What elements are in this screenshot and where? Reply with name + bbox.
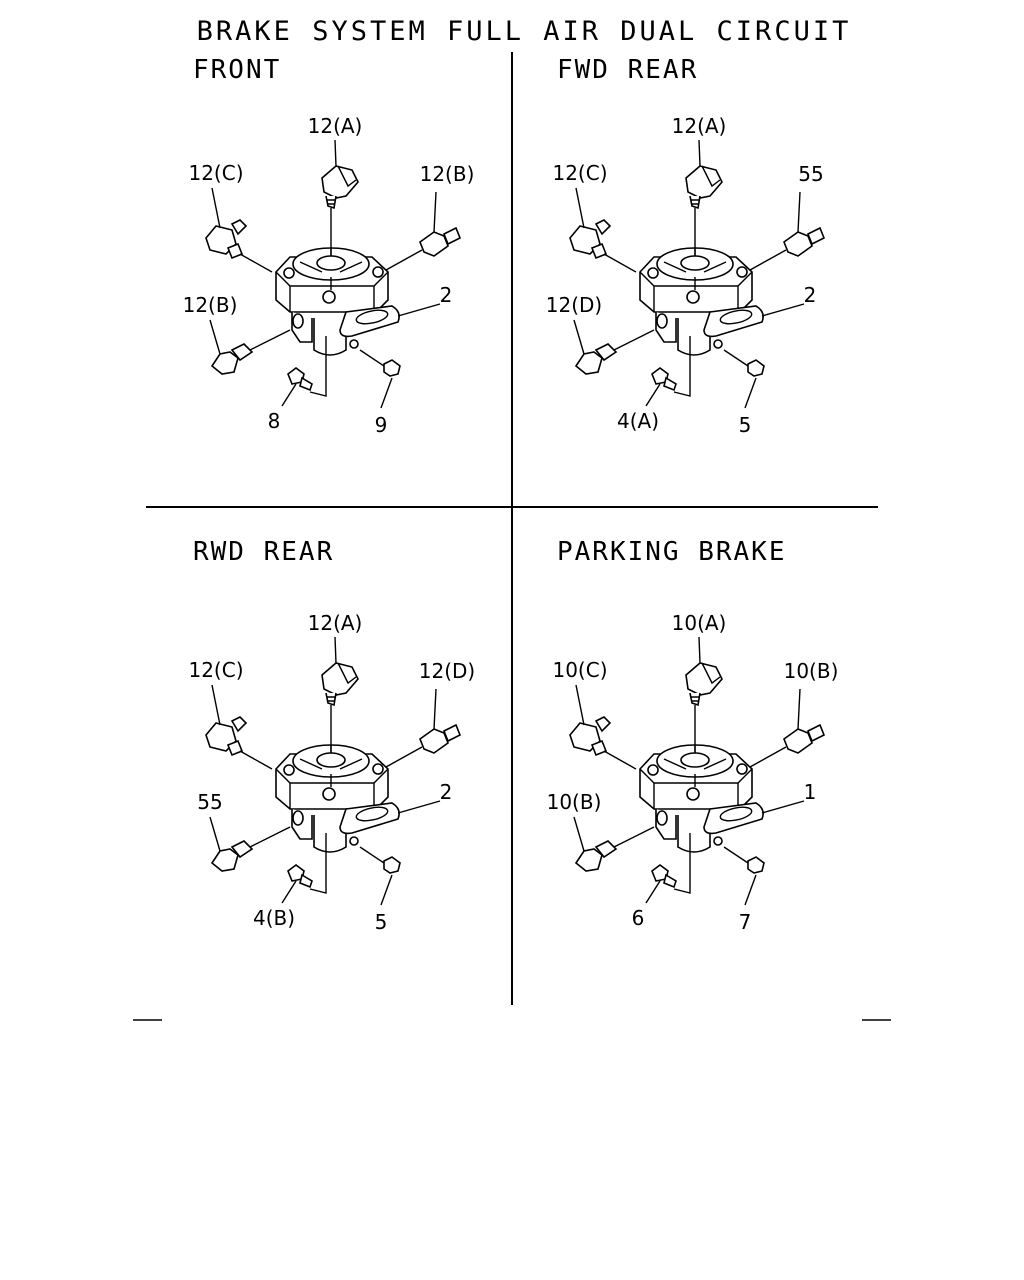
valve-assembly: [205, 636, 462, 906]
left-bottom-fitting: [574, 826, 655, 872]
leader-valve: [397, 800, 441, 814]
mounting-bolt: [651, 864, 677, 889]
leader-bolt: [281, 336, 327, 407]
label-bolt: 4(A): [617, 409, 659, 433]
leader-valve: [397, 303, 441, 317]
mounting-nut: [359, 846, 401, 874]
quadrant-rwd-rear: RWD REAR: [188, 537, 475, 934]
leader-bolt: [645, 336, 691, 407]
diagram-title: BRAKE SYSTEM FULL AIR DUAL CIRCUIT: [197, 16, 852, 47]
valve-assembly: [205, 139, 462, 409]
label-bolt: 6: [632, 906, 645, 930]
top-elbow-fitting: [321, 662, 359, 753]
label-left-bottom: 12(D): [546, 293, 602, 317]
quadrant-title: RWD REAR: [193, 537, 334, 567]
label-top: 12(A): [672, 114, 727, 138]
label-left-top: 12(C): [552, 161, 607, 185]
leader-left-top: [211, 684, 221, 726]
leader-nut: [380, 874, 393, 906]
leader-right-top: [797, 191, 801, 233]
label-top: 12(A): [308, 611, 363, 635]
top-elbow-fitting: [321, 165, 359, 256]
right-top-fitting: [385, 226, 462, 271]
top-elbow-fitting: [685, 165, 723, 256]
leader-valve: [761, 303, 805, 317]
mounting-bolt: [287, 864, 313, 889]
leader-left-bottom: [209, 816, 221, 852]
quadrant-fwd-rear: FWD REAR: [546, 55, 826, 437]
label-left-bottom: 55: [197, 790, 222, 814]
leader-left-bottom: [573, 319, 585, 355]
label-right-top: 55: [798, 162, 823, 186]
valve-assembly: [569, 139, 826, 409]
leader-nut: [744, 874, 757, 906]
leader-left-bottom: [573, 816, 585, 852]
label-valve: 2: [440, 780, 453, 804]
label-nut: 9: [375, 413, 388, 437]
label-left-bottom: 10(B): [547, 790, 602, 814]
relay-valve-body: [275, 247, 400, 356]
leader-right-top: [797, 688, 801, 730]
relay-valve-body: [275, 744, 400, 853]
label-left-top: 10(C): [552, 658, 607, 682]
label-nut: 7: [739, 910, 752, 934]
label-right-top: 10(B): [784, 659, 839, 683]
left-bottom-fitting: [210, 329, 291, 375]
mounting-bolt: [651, 367, 677, 392]
quadrant-front: FRONT: [183, 55, 475, 437]
leader-top: [334, 636, 337, 664]
label-top: 10(A): [672, 611, 727, 635]
label-nut: 5: [739, 413, 752, 437]
right-top-fitting: [749, 723, 826, 768]
mounting-nut: [723, 846, 765, 874]
left-top-fitting: [569, 219, 637, 273]
label-valve: 2: [440, 283, 453, 307]
label-left-top: 12(C): [188, 161, 243, 185]
leader-nut: [744, 377, 757, 409]
label-valve: 2: [804, 283, 817, 307]
mounting-nut: [359, 349, 401, 377]
leader-left-top: [211, 187, 221, 229]
label-bolt: 4(B): [253, 906, 295, 930]
right-top-fitting: [749, 226, 826, 271]
label-nut: 5: [375, 910, 388, 934]
leader-top: [698, 139, 701, 167]
label-left-top: 12(C): [188, 658, 243, 682]
leader-top: [698, 636, 701, 664]
leader-left-top: [575, 684, 585, 726]
mounting-nut: [723, 349, 765, 377]
right-top-fitting: [385, 723, 462, 768]
label-top: 12(A): [308, 114, 363, 138]
valve-assembly: [569, 636, 826, 906]
quadrant-title: FRONT: [193, 55, 281, 85]
leader-nut: [380, 377, 393, 409]
left-top-fitting: [205, 716, 273, 770]
leader-right-top: [433, 191, 437, 233]
leader-valve: [761, 800, 805, 814]
label-right-top: 12(D): [419, 659, 475, 683]
top-elbow-fitting: [685, 662, 723, 753]
left-top-fitting: [205, 219, 273, 273]
relay-valve-body: [639, 247, 764, 356]
mounting-bolt: [287, 367, 313, 392]
left-top-fitting: [569, 716, 637, 770]
leader-left-top: [575, 187, 585, 229]
left-bottom-fitting: [574, 329, 655, 375]
leader-right-top: [433, 688, 437, 730]
quadrant-title: FWD REAR: [557, 55, 698, 85]
quadrant-title: PARKING BRAKE: [557, 537, 787, 567]
leader-bolt: [645, 833, 691, 904]
left-bottom-fitting: [210, 826, 291, 872]
leader-top: [334, 139, 337, 167]
quadrant-parking-brake: PARKING BRAKE: [547, 537, 839, 934]
label-right-top: 12(B): [420, 162, 475, 186]
label-bolt: 8: [268, 409, 281, 433]
label-left-bottom: 12(B): [183, 293, 238, 317]
label-valve: 1: [804, 780, 817, 804]
relay-valve-body: [639, 744, 764, 853]
leader-bolt: [281, 833, 327, 904]
leader-left-bottom: [209, 319, 221, 355]
